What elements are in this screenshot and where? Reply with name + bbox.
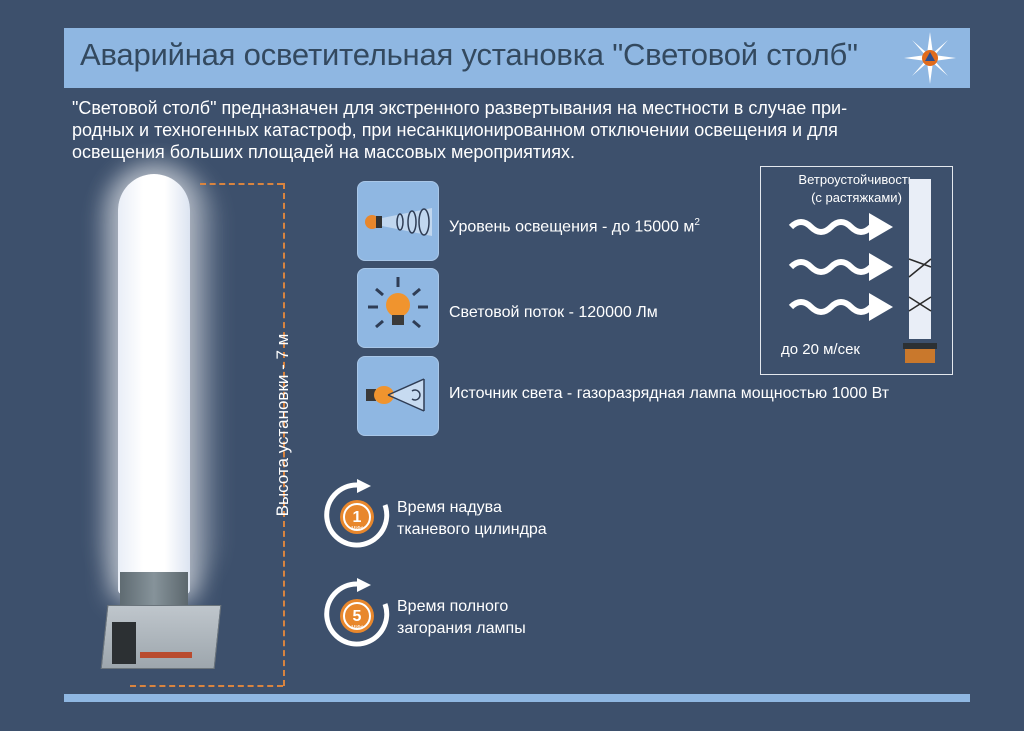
bulb-rays-icon: [368, 277, 428, 329]
wind-resistance-panel: Ветроустойчивость (с растяжками) до 20 м…: [760, 166, 953, 375]
emergency-emblem-icon: [904, 32, 956, 84]
intro-line: родных и техногенных катастроф, при неса…: [72, 120, 838, 140]
timer-icon: 1 МИН: [324, 479, 390, 548]
feature-flux: Световой поток - 120000 Лм: [449, 304, 658, 321]
fabric-column: [118, 174, 190, 594]
lamp-source-icon: [366, 378, 425, 412]
spotlight-icon: [365, 208, 432, 236]
intro-text: "Световой столб" предназначен для экстре…: [72, 97, 972, 163]
intro-line: "Световой столб" предназначен для экстре…: [72, 98, 848, 118]
timer-inflation-text: Время надува тканевого цилиндра: [397, 497, 547, 541]
timer-line: тканевого цилиндра: [397, 521, 547, 538]
timer-number: 1: [353, 509, 362, 526]
illumination-level-icon: [357, 181, 439, 261]
wind-speed: до 20 м/сек: [781, 341, 860, 358]
feature-illumination: Уровень освещения - до 15000 м2: [449, 217, 700, 236]
wind-title-line1: Ветроустойчивость: [798, 172, 915, 187]
timer-unit: МИН: [351, 625, 363, 631]
timer-unit: МИН: [351, 526, 363, 532]
light-source-icon: [357, 356, 439, 436]
footer-bar: [64, 694, 970, 702]
intro-line: освещения больших площадей на массовых м…: [72, 142, 575, 162]
timer-line: Время надува: [397, 499, 502, 516]
height-bottom-tick: [130, 685, 283, 687]
base-panel: [112, 622, 136, 664]
height-label: Высота установки - 7 м: [273, 333, 292, 517]
luminous-flux-icon: [357, 268, 439, 348]
superscript: 2: [694, 217, 700, 228]
timer-icon: 5 МИН: [324, 578, 390, 647]
feature-illumination-label: Уровень освещения - до 15000 м: [449, 218, 695, 236]
timer-line: загорания лампы: [397, 620, 526, 637]
height-dimension-line: [283, 183, 285, 686]
timer-line: Время полного: [397, 598, 509, 615]
wind-title-line2: (с растяжками): [811, 190, 902, 205]
page-title: Аварийная осветительная установка "Свето…: [80, 37, 858, 72]
timer-full-ignition-text: Время полного загорания лампы: [397, 596, 526, 640]
base-stripe: [140, 652, 192, 658]
timer-number: 5: [353, 608, 362, 625]
title-bar: Аварийная осветительная установка "Свето…: [64, 28, 970, 88]
height-top-tick: [200, 183, 283, 185]
wind-arrow-icon: [788, 179, 937, 363]
feature-source: Источник света - газоразрядная лампа мощ…: [449, 385, 890, 402]
